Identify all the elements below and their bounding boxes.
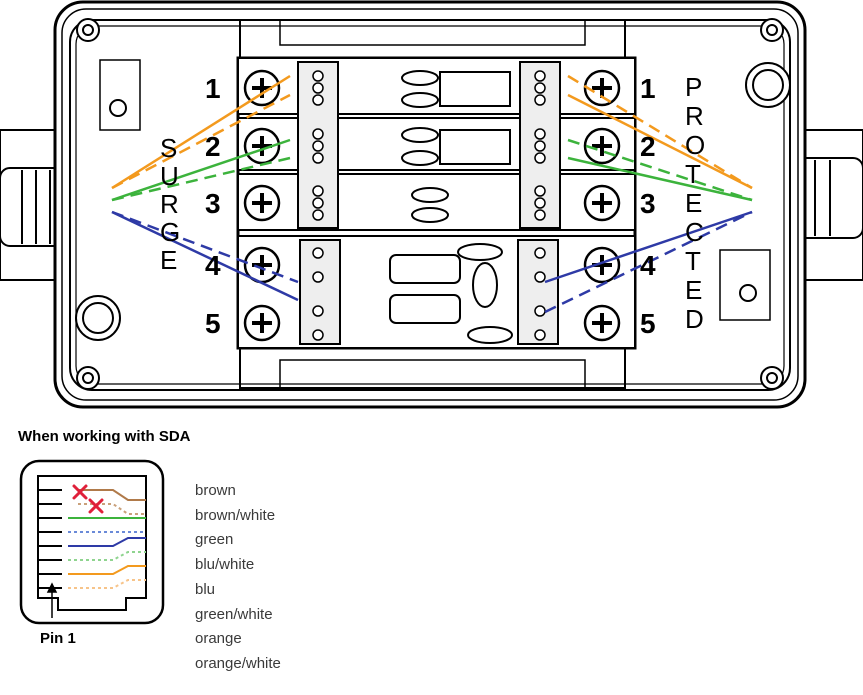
surge-label-letter: E	[160, 245, 177, 275]
terminal-screw-icon	[313, 248, 323, 258]
surge-label-letter: R	[160, 189, 179, 219]
protected-label-letter: T	[685, 246, 701, 276]
terminal-screw-icon	[535, 306, 545, 316]
terminal-screw-icon	[535, 248, 545, 258]
left-row-number: 4	[205, 250, 221, 281]
terminal-screw-icon	[313, 186, 323, 196]
right-row-number: 5	[640, 308, 656, 339]
right-row-number: 3	[640, 188, 656, 219]
right-row-number: 1	[640, 73, 656, 104]
list-item: brown	[195, 479, 281, 504]
terminal-screw-icon	[535, 186, 545, 196]
left-row-number: 5	[205, 308, 221, 339]
terminal-screw-icon	[313, 198, 323, 208]
protected-label-letter: C	[685, 217, 704, 247]
terminal-screw-icon	[313, 129, 323, 139]
right-row-number: 2	[640, 131, 656, 162]
screw-icon	[585, 186, 619, 220]
sda-section-title: When working with SDA	[18, 428, 191, 445]
pin-1-label: Pin 1	[40, 630, 76, 647]
protected-label-letter: E	[685, 188, 702, 218]
terminal-board	[238, 58, 635, 348]
protected-label-letter: T	[685, 159, 701, 189]
screw-icon	[245, 186, 279, 220]
terminal-screw-icon	[535, 210, 545, 220]
surge-label-letter: S	[160, 133, 177, 163]
left-row-number: 1	[205, 73, 221, 104]
terminal-screw-icon	[313, 306, 323, 316]
right-row-number: 4	[640, 250, 656, 281]
protected-label-letter: D	[685, 304, 704, 334]
terminal-screw-icon	[535, 129, 545, 139]
list-item: brown/white	[195, 504, 281, 529]
terminal-screw-icon	[535, 71, 545, 81]
terminal-screw-icon	[535, 330, 545, 340]
terminal-screw-icon	[535, 83, 545, 93]
screw-icon	[245, 306, 279, 340]
terminal-screw-icon	[535, 153, 545, 163]
surge-label-letter: G	[160, 217, 180, 247]
terminal-screw-icon	[313, 272, 323, 282]
terminal-screw-icon	[535, 141, 545, 151]
left-row-number: 3	[205, 188, 221, 219]
terminal-screw-icon	[535, 95, 545, 105]
list-item: green/white	[195, 603, 281, 628]
list-item: blu/white	[195, 553, 281, 578]
list-item: blu	[195, 578, 281, 603]
rj-jack-diagram	[18, 458, 168, 628]
terminal-screw-icon	[313, 141, 323, 151]
terminal-screw-icon	[535, 198, 545, 208]
terminal-screw-icon	[313, 71, 323, 81]
list-item: green	[195, 528, 281, 553]
screw-icon	[585, 248, 619, 282]
protected-label-letter: R	[685, 101, 704, 131]
terminal-screw-icon	[313, 95, 323, 105]
terminal-screw-icon	[313, 210, 323, 220]
protected-label-letter: P	[685, 72, 702, 102]
list-item: orange	[195, 627, 281, 652]
list-item: orange/white	[195, 652, 281, 677]
screw-icon	[585, 306, 619, 340]
terminal-screw-icon	[535, 272, 545, 282]
protected-label-letter: O	[685, 130, 705, 160]
wire-color-list: brown brown/white green blu/white blu gr…	[195, 479, 281, 677]
terminal-screw-icon	[313, 83, 323, 93]
terminal-screw-icon	[313, 330, 323, 340]
terminal-screw-icon	[313, 153, 323, 163]
left-row-number: 2	[205, 131, 221, 162]
surge-label-letter: U	[160, 161, 179, 191]
protected-label-letter: E	[685, 275, 702, 305]
